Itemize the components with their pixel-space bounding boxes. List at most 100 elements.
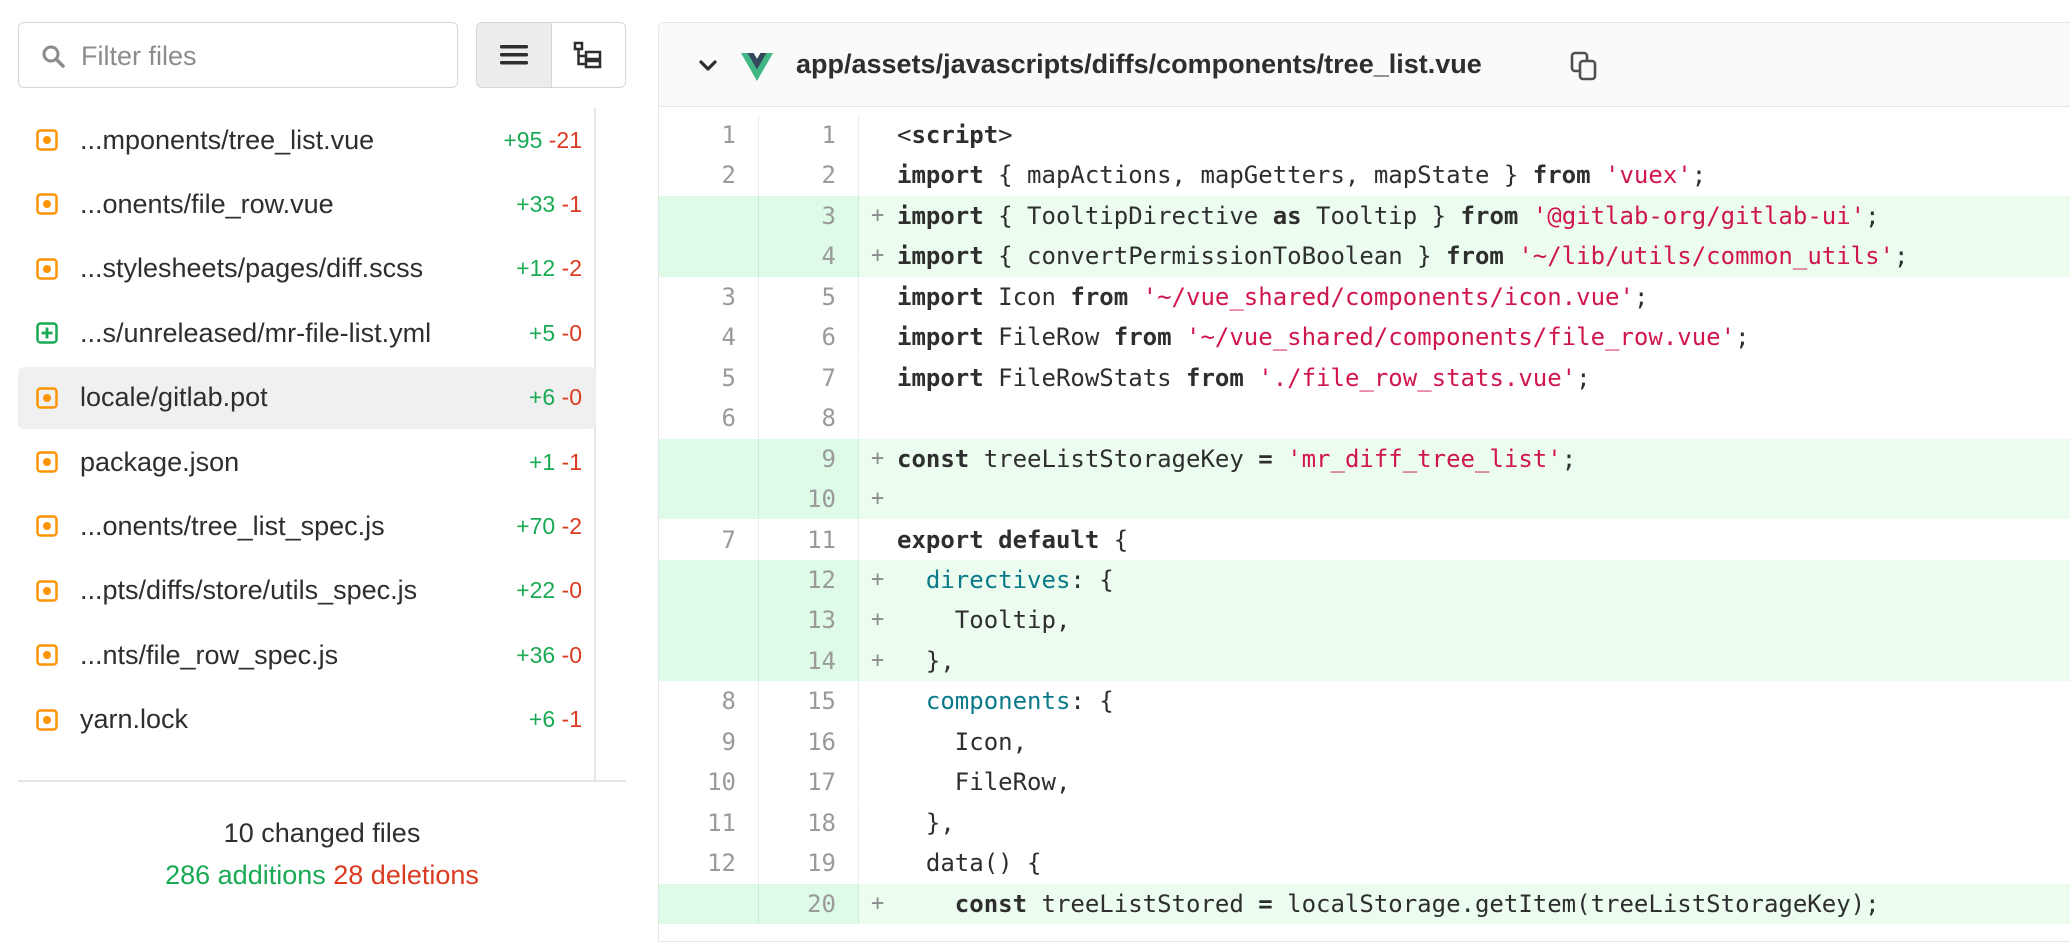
old-line-number[interactable]: 11 xyxy=(659,802,759,843)
new-line-number[interactable]: 6 xyxy=(759,317,859,358)
old-line-number[interactable]: 2 xyxy=(659,155,759,196)
diff-line: 10+ xyxy=(659,479,2070,520)
file-deletions: -0 xyxy=(561,384,582,411)
old-line-number[interactable] xyxy=(659,559,759,601)
file-row[interactable]: ...onents/file_row.vue+33 -1 xyxy=(18,173,596,235)
file-row[interactable]: yarn.lock+6 -1 xyxy=(18,689,596,751)
code-text: import { mapActions, mapGetters, mapStat… xyxy=(897,155,1706,195)
file-row[interactable]: ...pts/diffs/store/utils_spec.js+22 -0 xyxy=(18,560,596,622)
file-deletions: -0 xyxy=(561,641,582,668)
code-token: import xyxy=(897,242,984,271)
new-line-number[interactable]: 10 xyxy=(759,479,859,520)
old-line-number[interactable]: 8 xyxy=(659,681,759,722)
code-token xyxy=(1591,161,1605,189)
code-token: import xyxy=(897,363,984,392)
new-line-number[interactable]: 11 xyxy=(759,519,859,560)
old-line-number[interactable]: 5 xyxy=(659,357,759,398)
old-line-number[interactable]: 12 xyxy=(659,843,759,884)
old-line-number[interactable]: 7 xyxy=(659,519,759,560)
copy-icon[interactable] xyxy=(1569,51,1599,81)
file-name: ...s/unreleased/mr-file-list.yml xyxy=(80,317,432,348)
file-path[interactable]: app/assets/javascripts/diffs/components/… xyxy=(796,49,1482,79)
new-line-number[interactable]: 9 xyxy=(759,438,859,479)
file-modified-icon xyxy=(36,515,58,538)
code-text: import { convertPermissionToBoolean } fr… xyxy=(897,236,1908,276)
code-token: as xyxy=(1272,201,1302,230)
code-token: directives xyxy=(925,565,1071,594)
old-line-number[interactable]: 9 xyxy=(659,721,759,762)
file-row[interactable]: ...nts/file_row_spec.js+36 -0 xyxy=(18,624,596,686)
file-row[interactable]: ...stylesheets/pages/diff.scss+12 -2 xyxy=(18,238,596,300)
file-stats: +6 -0 xyxy=(529,384,582,411)
chevron-down-icon[interactable] xyxy=(697,55,719,77)
code-token: '~/lib/utils/common_utils' xyxy=(1518,242,1895,271)
new-line-number[interactable]: 19 xyxy=(759,843,859,884)
code-text: export default { xyxy=(897,520,1128,560)
code-token: { TooltipDirective xyxy=(983,201,1273,230)
tree-view-button[interactable] xyxy=(552,23,626,87)
old-line-number[interactable]: 6 xyxy=(659,398,759,439)
file-additions: +6 xyxy=(528,706,556,733)
addition-marker: + xyxy=(871,607,885,633)
code-token: { convertPermissionToBoolean } xyxy=(983,242,1447,271)
new-line-number[interactable]: 7 xyxy=(759,357,859,398)
code-text: Icon, xyxy=(897,722,1027,762)
old-line-number[interactable] xyxy=(659,883,759,924)
file-additions: +36 xyxy=(516,641,556,668)
code-token: Tooltip } xyxy=(1301,201,1461,230)
code-token: < xyxy=(897,121,912,149)
file-modified-icon xyxy=(36,708,58,731)
old-line-number[interactable] xyxy=(659,438,759,479)
code-text: components: { xyxy=(897,681,1114,721)
file-row[interactable]: ...mponents/tree_list.vue+95 -21 xyxy=(18,109,596,171)
new-line-number[interactable]: 8 xyxy=(759,398,859,439)
filter-files-input[interactable] xyxy=(79,33,443,79)
file-tree-icon xyxy=(574,41,602,69)
new-line-number[interactable]: 20 xyxy=(759,883,859,924)
old-line-number[interactable] xyxy=(659,600,759,641)
code-token: localStorage.getItem(treeListStorageKey)… xyxy=(1272,889,1880,918)
old-line-number[interactable] xyxy=(659,640,759,682)
scrollbar-track[interactable] xyxy=(594,108,596,782)
code-token: ; xyxy=(1576,363,1591,392)
list-view-button[interactable] xyxy=(477,23,552,87)
new-line-number[interactable]: 15 xyxy=(759,681,859,722)
old-line-number[interactable] xyxy=(659,195,759,237)
file-row[interactable]: ...s/unreleased/mr-file-list.yml+5 -0 xyxy=(18,302,596,364)
old-line-number[interactable]: 3 xyxy=(659,276,759,317)
file-row[interactable]: ...onents/tree_list_spec.js+70 -2 xyxy=(18,495,596,557)
old-line-number[interactable] xyxy=(659,236,759,277)
code-token xyxy=(1504,242,1518,270)
old-line-number[interactable]: 10 xyxy=(659,762,759,803)
new-line-number[interactable]: 18 xyxy=(759,802,859,843)
old-line-number[interactable] xyxy=(659,479,759,520)
new-line-number[interactable]: 3 xyxy=(759,195,859,237)
new-line-number[interactable]: 14 xyxy=(759,640,859,682)
new-line-number[interactable]: 4 xyxy=(759,236,859,277)
new-line-number[interactable]: 16 xyxy=(759,721,859,762)
vue-file-icon xyxy=(741,53,773,81)
new-line-number[interactable]: 1 xyxy=(759,115,859,156)
old-line-number[interactable]: 1 xyxy=(659,115,759,156)
file-additions: +95 xyxy=(503,126,543,153)
old-line-number[interactable]: 4 xyxy=(659,317,759,358)
deletions-count: 28 deletions xyxy=(333,860,479,890)
file-stats: +12 -2 xyxy=(516,255,582,282)
code-token xyxy=(897,687,926,715)
code-token: const xyxy=(897,444,970,473)
new-line-number[interactable]: 2 xyxy=(759,155,859,196)
addition-marker: + xyxy=(871,647,885,673)
new-line-number[interactable]: 12 xyxy=(759,559,859,601)
new-line-number[interactable]: 5 xyxy=(759,276,859,317)
file-row[interactable]: locale/gitlab.pot+6 -0 xyxy=(18,366,596,429)
file-row[interactable]: package.json+1 -1 xyxy=(18,431,596,493)
new-line-number[interactable]: 17 xyxy=(759,762,859,803)
code-token: import xyxy=(897,161,984,190)
file-additions: +6 xyxy=(528,384,556,411)
code-token: components xyxy=(925,687,1071,716)
new-line-number[interactable]: 13 xyxy=(759,600,859,641)
